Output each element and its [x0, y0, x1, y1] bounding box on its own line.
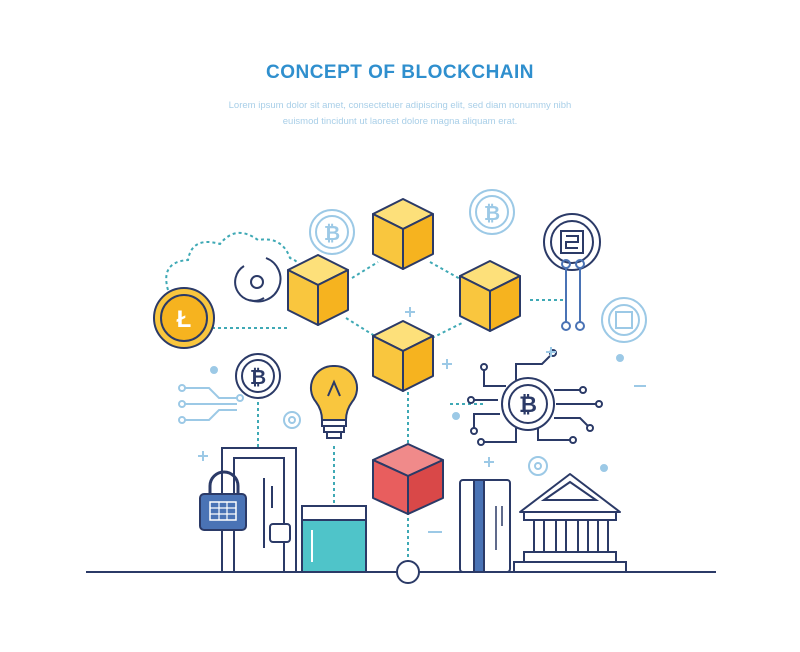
padlock-icon: [199, 470, 247, 531]
bitcoin-icon: ₿: [235, 353, 281, 399]
bitcoin-icon: ₿: [309, 209, 355, 255]
decor-marks: [198, 307, 646, 533]
red-block-icon: [372, 443, 444, 515]
lightbulb-icon: [309, 364, 359, 439]
svg-text:Ł: Ł: [177, 306, 192, 333]
gear-icon: [283, 411, 301, 429]
blockchain-cube-icon: [372, 320, 434, 392]
gear-icon: [528, 456, 548, 476]
bank-icon: [513, 473, 627, 573]
svg-text:₿: ₿: [484, 203, 500, 225]
token-icon: [601, 297, 647, 343]
circuit-icon: [178, 384, 244, 424]
blockchain-cube-icon: [459, 260, 521, 332]
svg-text:₿: ₿: [519, 392, 537, 417]
wallet-icon: [301, 505, 367, 573]
subtitle-line-1: Lorem ipsum dolor sit amet, consectetuer…: [228, 100, 572, 111]
litecoin-icon: Ł: [153, 287, 215, 349]
chain-node-icon: [396, 560, 420, 584]
blockchain-cube-icon: [287, 254, 349, 326]
page-title: CONCEPT OF BLOCKCHAIN: [265, 62, 535, 83]
header: CONCEPT OF BLOCKCHAIN Lorem ipsum dolor …: [0, 62, 800, 130]
svg-text:₿: ₿: [324, 223, 340, 245]
subtitle-line-2: euismod tincidunt ut laoreet dolore magn…: [282, 116, 518, 127]
bitcoin-icon: ₿: [501, 377, 555, 431]
svg-text:₿: ₿: [250, 367, 266, 389]
circuit-icon: [467, 349, 603, 446]
token-icon: [543, 213, 601, 271]
circuit-icon: [561, 259, 585, 331]
chain-connectors: [212, 261, 566, 562]
bitcoin-icon: ₿: [469, 189, 515, 235]
blockchain-cube-icon: [372, 198, 434, 270]
credit-card-icon: [459, 479, 511, 573]
page-subtitle: Lorem ipsum dolor sit amet, consectetuer…: [0, 98, 800, 130]
sync-icon: [234, 257, 282, 303]
